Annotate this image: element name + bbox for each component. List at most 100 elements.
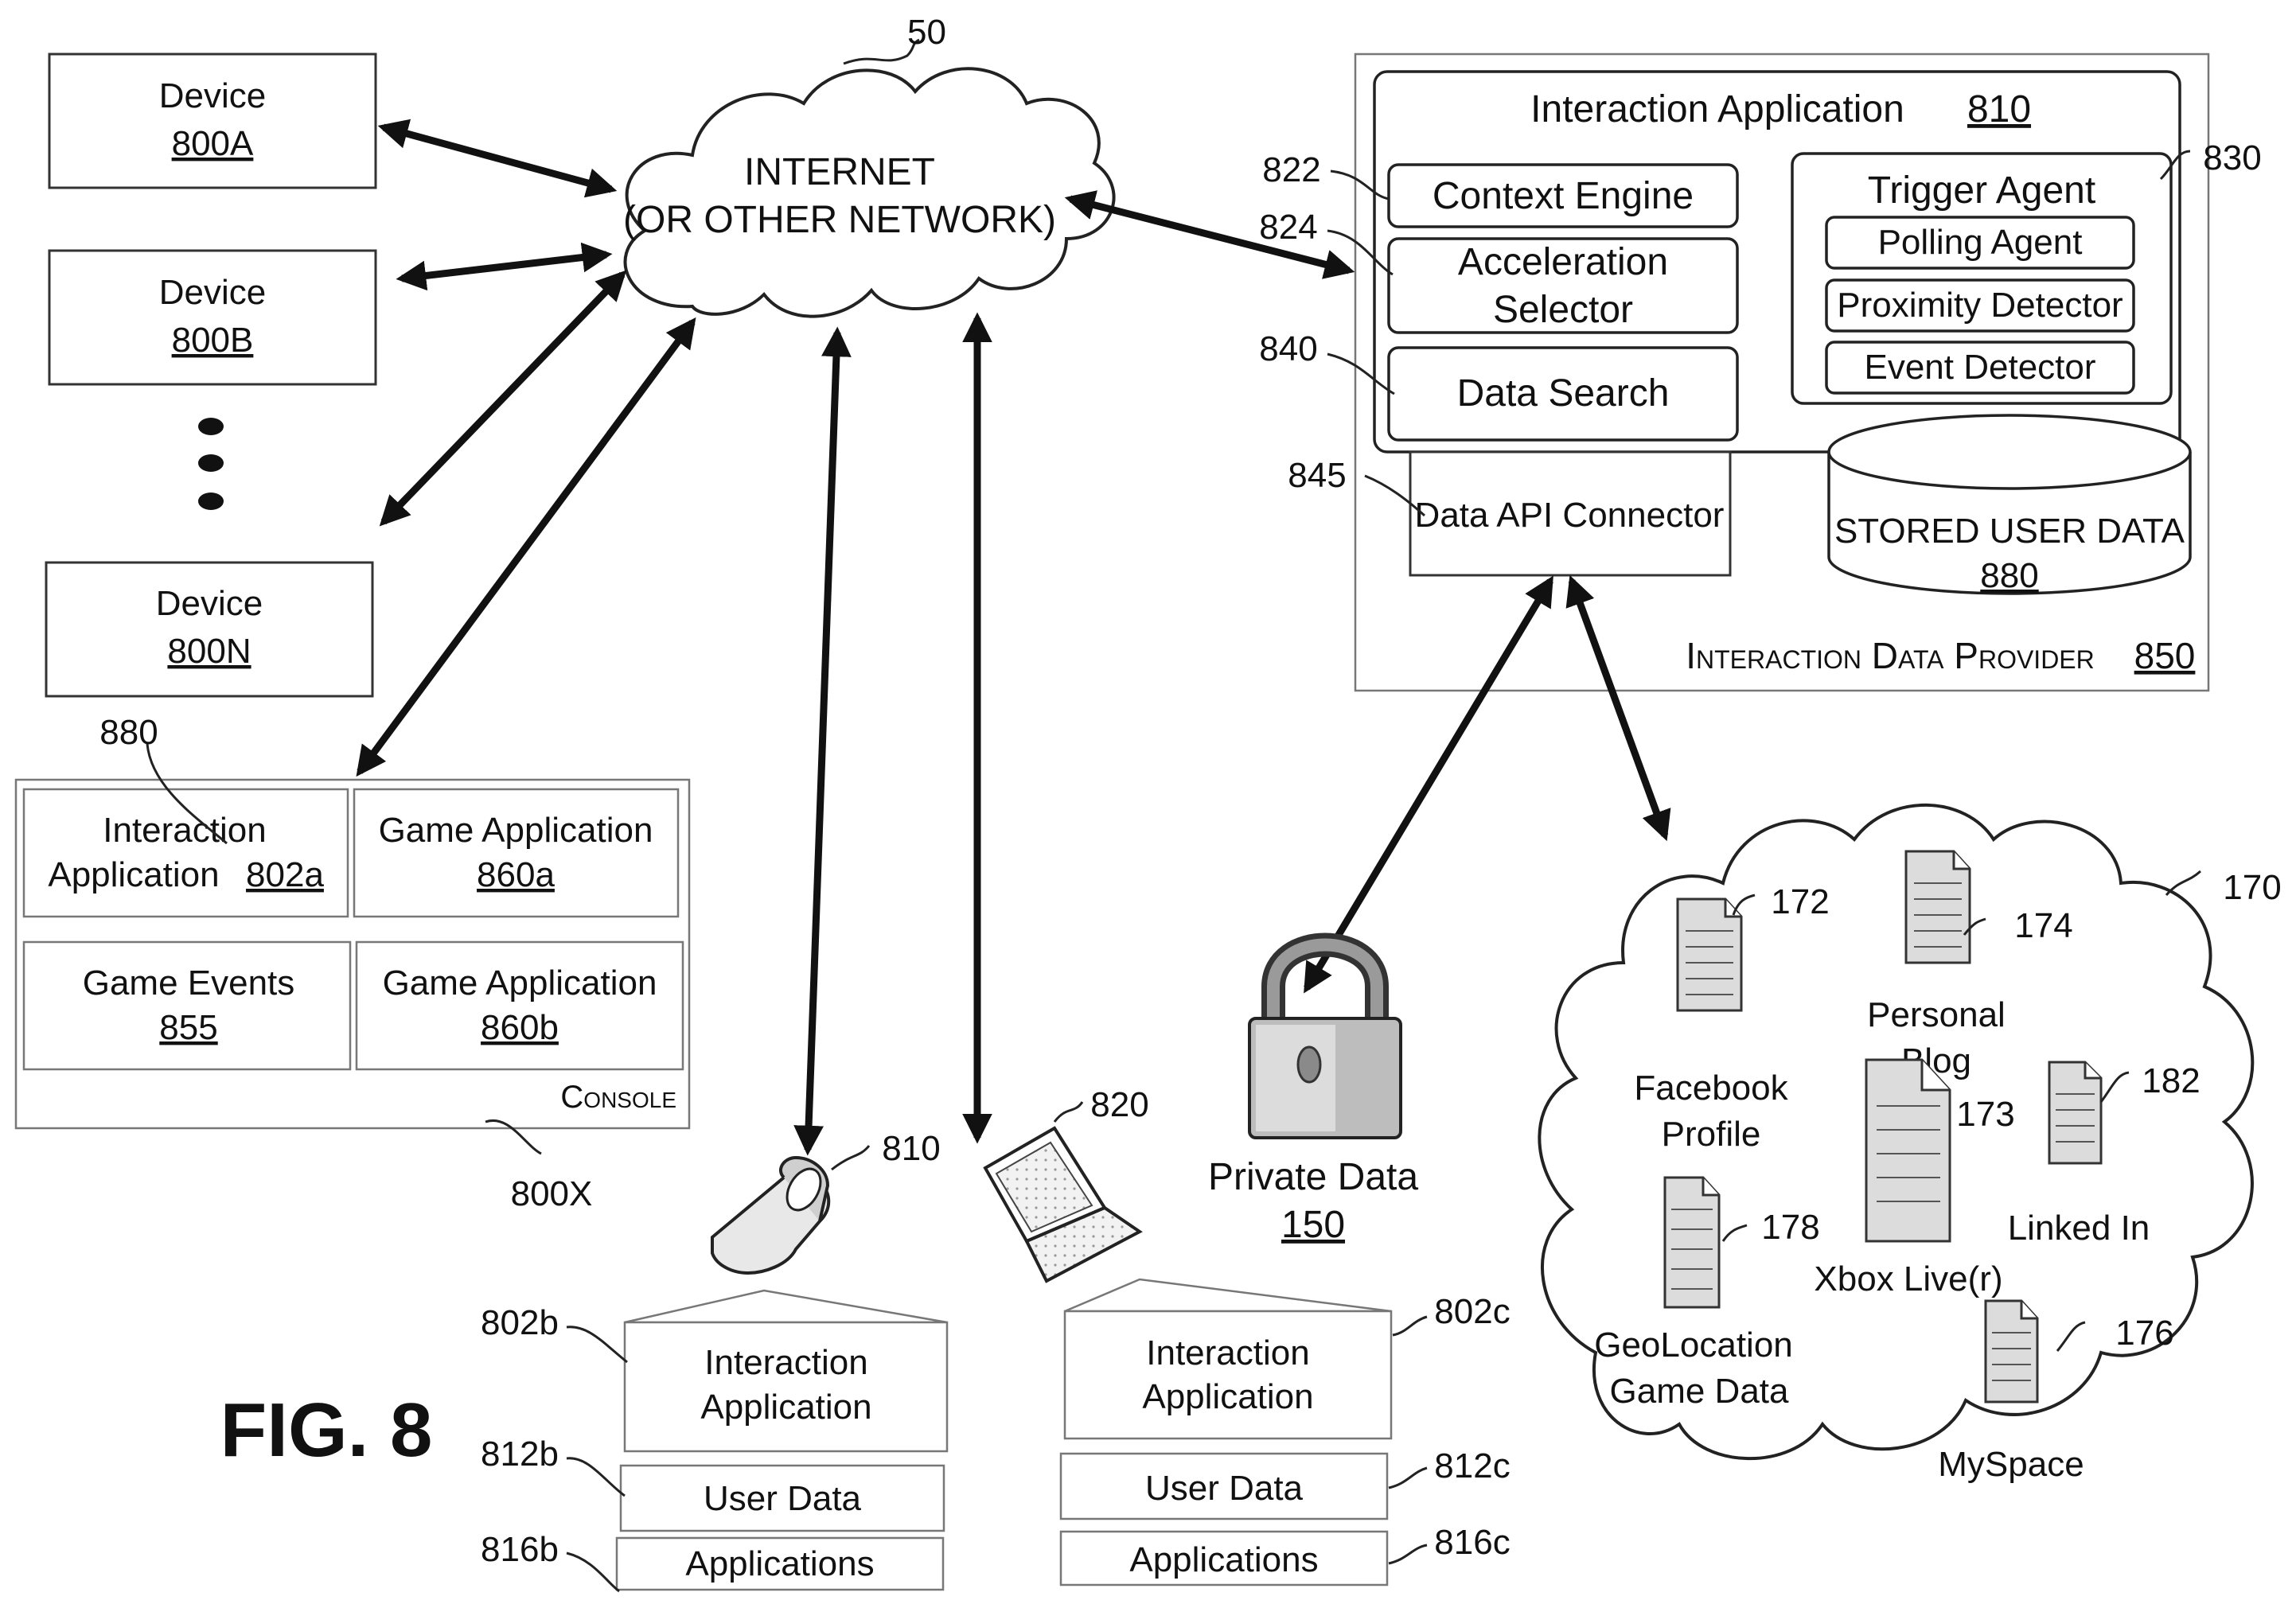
console-game-events: Game Events — [83, 964, 295, 1002]
internet-label: INTERNET — [744, 151, 935, 193]
facebook-line1: Facebook — [1634, 1069, 1788, 1108]
blog-line1: Personal — [1867, 995, 2006, 1034]
trigger-agent-ref: 830 — [2203, 138, 2261, 177]
data-search-ref: 840 — [1259, 329, 1317, 368]
polling-agent-label: Polling Agent — [1878, 223, 2083, 262]
device-label: Device — [159, 76, 267, 115]
phone-app-line2: Application — [700, 1388, 871, 1427]
console-cell — [24, 942, 350, 1069]
device-ref: 800A — [172, 124, 254, 163]
geolocation-doc-icon — [1665, 1178, 1719, 1307]
figure-label: FIG. 8 — [220, 1388, 433, 1473]
laptop-icon — [985, 1128, 1140, 1281]
blog-doc-icon — [1906, 851, 1970, 963]
laptop-callout — [1065, 1279, 1391, 1311]
phone-icon — [712, 1158, 828, 1273]
console-game-app-b-ref: 860b — [481, 1008, 559, 1047]
facebook-doc-icon — [1678, 899, 1741, 1010]
xbox-ref: 173 — [1956, 1095, 2014, 1134]
ellipsis-dots — [198, 418, 224, 510]
console-game-app-a: Game Application — [379, 811, 653, 850]
internet-cloud: INTERNET (OR OTHER NETWORK) 50 — [623, 13, 1114, 317]
dot — [198, 418, 224, 435]
device-ref: 800N — [167, 632, 251, 671]
device-ref: 800B — [172, 321, 254, 360]
social-cloud-ref: 170 — [2223, 868, 2281, 907]
console-game-events-ref: 855 — [159, 1008, 217, 1047]
console-ref-800x: 800X — [511, 1174, 593, 1213]
device-800n: Device 800N — [46, 563, 372, 696]
myspace-doc-icon — [1986, 1301, 2037, 1402]
laptop-user-data-ref: 812c — [1434, 1446, 1510, 1485]
ref-leader — [832, 1146, 869, 1170]
console-cell — [357, 942, 683, 1069]
phone-callout — [625, 1291, 947, 1322]
phone-user-data-label: User Data — [704, 1479, 862, 1518]
arrow-device-800b — [402, 255, 606, 278]
console-ref-880: 880 — [99, 713, 158, 752]
ref-leader — [1054, 1102, 1082, 1122]
stored-user-data-cylinder: STORED USER DATA 880 — [1829, 415, 2190, 595]
geolocation-line2: Game Data — [1610, 1372, 1790, 1411]
laptop-app-ref: 802c — [1434, 1292, 1510, 1331]
device-label: Device — [159, 273, 267, 312]
ref-leader — [1393, 1317, 1427, 1335]
phone-user-data-ref: 812b — [481, 1435, 559, 1474]
arrow-device-800a — [384, 127, 611, 189]
laptop-user-data-label: User Data — [1145, 1469, 1304, 1508]
blog-ref: 174 — [2014, 906, 2072, 945]
private-data-ref: 150 — [1281, 1204, 1345, 1246]
arrow-console — [360, 322, 692, 772]
phone-app-ref: 802b — [481, 1303, 559, 1342]
ref-leader — [2166, 871, 2200, 895]
linkedin-ref: 182 — [2142, 1061, 2200, 1100]
linkedin-label: Linked In — [2008, 1209, 2150, 1248]
laptop-app-line1: Interaction — [1146, 1333, 1309, 1372]
phone-app-line1: Interaction — [704, 1343, 867, 1382]
console-game-app-a-ref: 860a — [477, 855, 555, 894]
device-box — [49, 251, 376, 384]
interaction-data-provider: Interaction Application 810 Context Engi… — [1259, 54, 2261, 691]
interaction-app-title: Interaction Application — [1530, 88, 1904, 130]
phone-ref: 810 — [882, 1129, 940, 1168]
geolocation-ref: 178 — [1761, 1208, 1819, 1247]
api-connector-ref: 845 — [1288, 456, 1346, 495]
console: Interaction Application 802a Game Applic… — [16, 713, 689, 1213]
phone-applications-label: Applications — [685, 1544, 874, 1583]
context-engine-ref: 822 — [1262, 150, 1320, 189]
dot — [198, 492, 224, 510]
dot — [198, 454, 224, 472]
phone-app-box — [625, 1322, 947, 1451]
device-800a: Device 800A — [49, 54, 376, 188]
device-label: Device — [156, 584, 263, 623]
myspace-ref: 176 — [2115, 1314, 2173, 1353]
arrow-device-800n — [384, 274, 622, 522]
context-engine-label: Context Engine — [1433, 175, 1694, 217]
linkedin-doc-icon — [2049, 1062, 2101, 1163]
xbox-doc-icon — [1866, 1060, 1950, 1241]
geolocation-line1: GeoLocation — [1594, 1326, 1793, 1365]
stored-user-data-label: STORED USER DATA — [1834, 512, 2185, 551]
ref-leader — [567, 1327, 627, 1362]
internet-sublabel: (OR OTHER NETWORK) — [623, 199, 1056, 241]
console-interaction-app-line1: Interaction — [103, 811, 266, 850]
social-data-cloud: 170 172 Facebook Profile 174 Personal Bl… — [1539, 805, 2281, 1484]
laptop-applications-ref: 816c — [1434, 1523, 1510, 1562]
console-interaction-app-line2: Application — [48, 855, 219, 894]
private-data: Private Data 150 — [1208, 945, 1418, 1247]
acceleration-selector-line2: Selector — [1493, 289, 1633, 331]
trigger-agent-label: Trigger Agent — [1868, 169, 2095, 212]
laptop-applications-label: Applications — [1129, 1540, 1318, 1579]
data-search-label: Data Search — [1457, 372, 1670, 415]
network-ref: 50 — [907, 13, 946, 52]
private-data-label: Private Data — [1208, 1156, 1418, 1198]
lock-icon — [1249, 945, 1401, 1139]
myspace-label: MySpace — [1938, 1445, 2084, 1484]
device-box — [46, 563, 372, 696]
event-detector-label: Event Detector — [1864, 348, 2095, 387]
ref-leader — [567, 1553, 619, 1591]
laptop-app-box — [1065, 1311, 1391, 1439]
ref-leader — [567, 1458, 625, 1496]
interaction-app-ref: 810 — [1967, 88, 2031, 130]
